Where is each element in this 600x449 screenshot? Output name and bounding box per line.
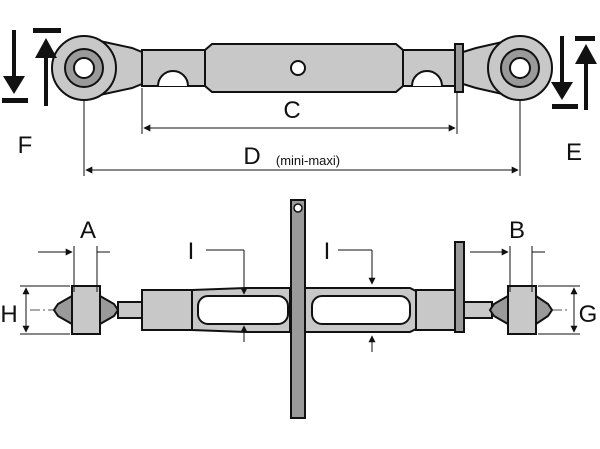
label-d-note: (mini-maxi) xyxy=(276,153,340,168)
label-h: H xyxy=(0,301,17,328)
label-b: B xyxy=(509,217,525,244)
center-sleeve-top xyxy=(204,43,404,93)
label-d: D xyxy=(243,143,260,170)
right-tube-side xyxy=(304,241,465,333)
leader-i-left: I xyxy=(188,238,248,342)
left-tube-top xyxy=(141,49,213,87)
label-e: E xyxy=(566,139,582,166)
label-i-left: I xyxy=(188,238,195,265)
dimension-h: H xyxy=(0,285,70,335)
label-f: F xyxy=(18,132,33,159)
label-a: A xyxy=(80,217,96,244)
label-c: C xyxy=(283,97,300,124)
leader-i-right: I xyxy=(324,238,376,352)
dimension-a: A xyxy=(38,217,110,292)
right-tube-top xyxy=(402,43,464,93)
left-ball-joint-top xyxy=(51,35,143,101)
top-view: C D (mini-maxi) F E xyxy=(2,28,597,176)
dimension-c: C xyxy=(141,88,458,134)
dimension-d: D (mini-maxi) xyxy=(83,100,521,176)
label-g: G xyxy=(579,301,598,328)
dimension-g: G xyxy=(538,285,598,335)
left-tube-side xyxy=(141,287,291,333)
right-ball-joint-top xyxy=(462,35,553,101)
dimension-b: B xyxy=(470,217,545,292)
label-i-right: I xyxy=(324,238,331,265)
double-vertical-arrows-icon-right xyxy=(551,36,597,110)
left-ball-joint-side xyxy=(52,285,145,335)
handle-bar xyxy=(290,199,306,419)
double-vertical-arrows-icon-left xyxy=(2,28,61,106)
side-view: A B H G I xyxy=(0,199,598,419)
right-ball-joint-side xyxy=(463,285,554,335)
